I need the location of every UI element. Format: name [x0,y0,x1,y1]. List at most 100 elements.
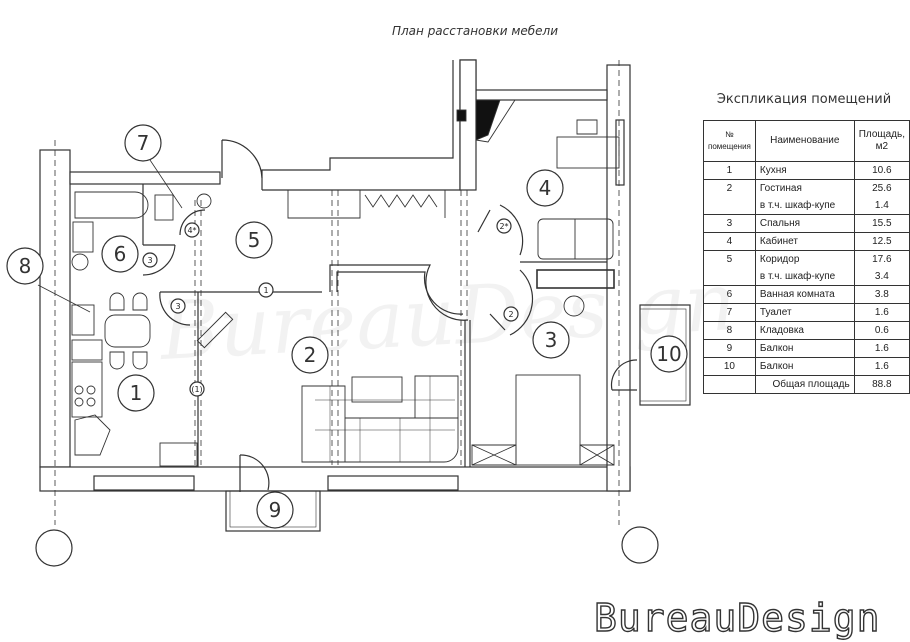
furniture [71,99,620,467]
couch [537,218,614,260]
room-name: Кабинет [759,236,798,247]
svg-text:3: 3 [147,256,152,265]
room-number: 2 [703,179,756,215]
room-area: 0.6 [874,325,889,336]
wardrobe [287,189,446,219]
toilet [154,194,174,221]
table-row: 4 Кабинет 12.5 [703,232,910,251]
room-name: Спальня [754,214,855,233]
door-tag: 3 [142,252,158,268]
room-name: Балкон [759,343,794,354]
svg-text:3: 3 [175,302,180,311]
table-row: 2 Гостиная в т.ч. шкаф-купе 25.6 1.4 [703,179,910,215]
room-number: 7 [703,303,756,322]
room-number: 6 [703,285,756,304]
plan-title: План расстановки мебели [391,24,559,38]
room-name: Кладовка [759,325,804,336]
room-area: 15.5 [872,218,892,229]
svg-text:6: 6 [114,242,127,266]
room-area: 25.6 [872,183,892,194]
room-name: Балкон [759,361,794,372]
washer [71,253,89,271]
room-tag-4: 4 [526,169,564,207]
room-number: 9 [703,339,756,358]
room-name: Туалет [759,307,792,318]
room-number: 2 [726,183,733,194]
header-area: Площадь, м2 [853,120,910,162]
room-name: Спальня [759,218,801,229]
room-area: 3.8 [853,285,910,304]
room-area: 1.6 [874,307,889,318]
room-number: 5 [726,254,733,265]
room-name-sub: в т.ч. шкаф-купе [759,271,836,282]
table-row: 1 Кухня 10.6 [703,161,910,180]
room-area: 1.6 [874,343,889,354]
door-tags: 1 (1) 3 3 4* 2* 2 [142,218,519,397]
room-tag-8: 8 [6,247,44,285]
room-area: 17.6 [872,254,892,265]
sofa [301,385,459,463]
room-name: Балкон [754,339,855,358]
table-row: 5 Коридор в т.ч. шкаф-купе 17.6 3.4 [703,250,910,286]
explication-title: Экспликация помещений [716,92,892,107]
room-name-sub: в т.ч. шкаф-купе [759,200,836,211]
door-tag: 2* [496,218,512,234]
svg-text:8: 8 [19,254,32,278]
svg-text:4: 4 [539,176,552,200]
room-area: 17.6 3.4 [853,250,910,286]
svg-text:2*: 2* [499,222,508,231]
desk [556,136,620,169]
room-area: 0.6 [853,321,910,340]
svg-text:10: 10 [656,342,681,366]
room-area: 3.8 [874,289,889,300]
chair [576,119,598,135]
room-name: Коридор [759,254,800,265]
total-label: Общая площадь [754,375,855,394]
room-name: Кухня [754,161,855,180]
room-area: 12.5 [872,236,892,247]
room-tag-3: 3 [532,321,570,359]
svg-text:1: 1 [130,381,143,405]
svg-text:2: 2 [508,310,513,319]
room-tag-1: 1 [117,374,155,412]
bed [515,374,581,466]
room-number: 5 [703,250,756,286]
room-name: Гостиная [759,183,802,194]
axis-bubble [621,526,659,564]
room-number: 1 [726,165,733,176]
room-tag-5: 5 [235,221,273,259]
room-area-sub: 1.4 [874,200,889,211]
room-name: Гостиная в т.ч. шкаф-купе [754,179,855,215]
doors [142,139,638,492]
room-name: Ванная комната [754,285,855,304]
room-number: 6 [726,289,733,300]
room-number: 3 [726,218,733,229]
room-number: 4 [726,236,733,247]
table-row: 3 Спальня 15.5 [703,214,910,233]
room-area: 10.6 [872,165,892,176]
room-number: 7 [726,307,733,318]
room-area: 1.6 [874,361,889,372]
room-tag-2: 2 [291,336,329,374]
bathtub [74,191,149,219]
room-number: 8 [703,321,756,340]
room-name: Коридор в т.ч. шкаф-купе [754,250,855,286]
room-area: 1.6 [853,303,910,322]
dining-table [104,314,151,348]
door-tag: (1) [189,381,205,397]
room-name: Балкон [754,357,855,376]
room-area: 1.6 [853,339,910,358]
header-name: Наименование [754,120,855,162]
room-name: Кладовка [754,321,855,340]
room-number: 3 [703,214,756,233]
svg-text:3: 3 [545,328,558,352]
svg-text:5: 5 [248,228,261,252]
room-name: Ванная комната [759,289,835,300]
logo: BureauDesign [593,595,881,640]
room-area-sub: 3.4 [874,271,889,282]
total-row: Общая площадь 88.8 [703,375,910,394]
room-number: 1 [703,161,756,180]
